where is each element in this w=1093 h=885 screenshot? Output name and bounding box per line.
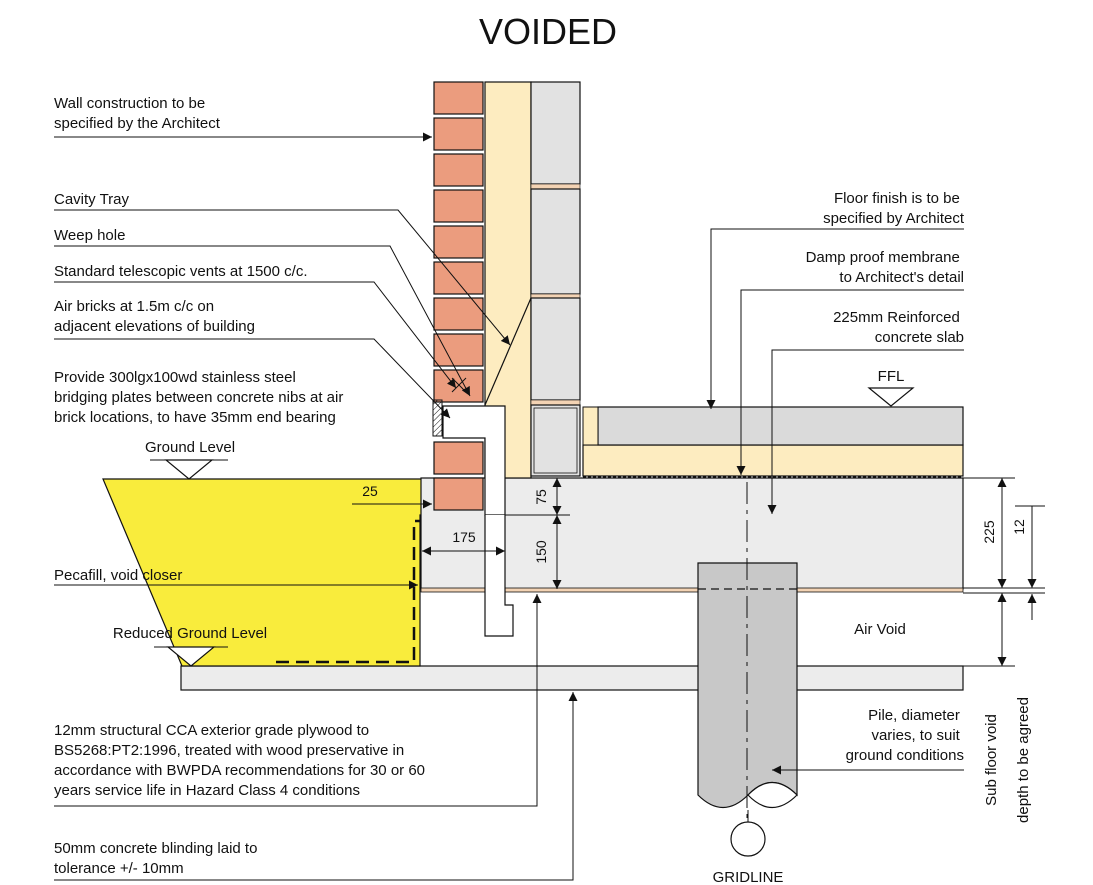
pecafill-label: Pecafill, void closer — [54, 567, 182, 584]
air-void-label: Air Void — [854, 621, 906, 638]
block — [530, 404, 581, 477]
dim-75-label: 75 — [533, 489, 549, 505]
brick — [433, 225, 484, 259]
air-brick-cross — [451, 377, 467, 393]
brick — [433, 189, 484, 223]
brick — [433, 333, 484, 367]
block — [530, 297, 581, 401]
cavity-tray-label: Cavity Tray — [54, 191, 130, 208]
brick — [433, 81, 484, 115]
floor-finish-leader — [706, 228, 964, 409]
wall-construction-line: Wall construction to be — [54, 95, 205, 112]
cavity-tray-line — [484, 297, 532, 406]
dim-175-label: 175 — [452, 529, 476, 545]
blinding-label: 50mm concrete blinding laid to tolerance… — [54, 840, 262, 877]
perimeter-insulation-upright — [582, 406, 599, 446]
blinding-line: tolerance +/- 10mm — [54, 860, 184, 877]
slab-leader — [767, 349, 964, 514]
concrete-blinding — [180, 665, 964, 691]
pile-line: Pile, diameter — [868, 707, 960, 724]
dim-150-label: 150 — [533, 540, 549, 564]
air-bricks-leader — [54, 338, 451, 419]
air-bricks-line: adjacent elevations of building — [54, 318, 255, 335]
gridline-bubble — [730, 821, 766, 857]
plywood-label: 12mm structural CCA exterior grade plywo… — [54, 722, 429, 799]
inner-blockwork — [530, 81, 581, 477]
floor-insulation — [582, 444, 964, 477]
gridline-label: GRIDLINE — [713, 869, 784, 885]
brick — [433, 261, 484, 295]
vents-label: Standard telescopic vents at 1500 c/c. — [54, 263, 307, 280]
plywood-line: 12mm structural CCA exterior grade plywo… — [54, 722, 369, 739]
mortar-joint — [530, 293, 581, 299]
brick — [433, 117, 484, 151]
dim-225-label: 225 — [981, 520, 997, 544]
dpm-label: Damp proof membrane to Architect's detai… — [806, 249, 964, 286]
blinding-leader — [54, 692, 578, 881]
sub-floor-void-depth-label: depth to be agreed — [1015, 697, 1032, 823]
dpm-line-text: Damp proof membrane — [806, 249, 960, 266]
reduced-ground-level-label: Reduced Ground Level — [113, 625, 267, 642]
dim-12-label: 12 — [1011, 519, 1027, 535]
air-bricks-label: Air bricks at 1.5m c/c on adjacent eleva… — [54, 298, 255, 335]
pile-line: ground conditions — [846, 747, 964, 764]
block — [530, 81, 581, 185]
pile-label: Pile, diameter varies, to suit ground co… — [846, 707, 964, 764]
ffl-marker — [867, 387, 915, 407]
slab-line: 225mm Reinforced — [833, 309, 960, 326]
air-bricks-line: Air bricks at 1.5m c/c on — [54, 298, 214, 315]
concrete-slab — [420, 477, 964, 590]
dpm-line-text: to Architect's detail — [839, 269, 964, 286]
bridging-plates-line: brick locations, to have 35mm end bearin… — [54, 409, 336, 426]
floor-finish-line: specified by Architect — [823, 210, 965, 227]
floor-finish — [597, 406, 964, 446]
brick — [433, 153, 484, 187]
plywood-leader — [54, 594, 542, 807]
vents-leader — [54, 281, 457, 389]
ground-level-label: Ground Level — [145, 439, 235, 456]
telescopic-vent-sleeve — [484, 515, 514, 637]
dpm-leader — [736, 289, 964, 475]
floor-finish-label: Floor finish is to be specified by Archi… — [823, 190, 965, 227]
block — [530, 188, 581, 295]
pile-cut-face — [747, 781, 798, 809]
ground-level-marker — [164, 459, 214, 480]
slab-label: 225mm Reinforced concrete slab — [833, 309, 964, 346]
bridging-plate — [432, 399, 443, 437]
plywood-line: BS5268:PT2:1996, treated with wood prese… — [54, 742, 404, 759]
weep-hole-label: Weep hole — [54, 227, 125, 244]
dim-25-label: 25 — [362, 483, 378, 499]
blinding-line: 50mm concrete blinding laid to — [54, 840, 257, 857]
wall-construction-label: Wall construction to be specified by the… — [54, 95, 221, 132]
weep-hole-leader — [54, 245, 471, 397]
pile — [697, 482, 798, 820]
bridging-plates-label: Provide 300lgx100wd stainless steel brid… — [54, 369, 348, 426]
ffl-label: FFL — [878, 368, 905, 385]
sub-floor-void-label: Sub floor void — [983, 714, 1000, 806]
pile-line: varies, to suit — [871, 727, 960, 744]
brick — [433, 297, 484, 331]
brick — [433, 477, 484, 511]
plywood-line: years service life in Hazard Class 4 con… — [54, 782, 360, 799]
mortar-joint — [530, 399, 581, 406]
floor-finish-line: Floor finish is to be — [834, 190, 960, 207]
drawing-title: VOIDED — [479, 11, 617, 52]
wall-construction-line: specified by the Architect — [54, 115, 221, 132]
bridging-plates-line: bridging plates between concrete nibs at… — [54, 389, 343, 406]
bridging-plates-line: Provide 300lgx100wd stainless steel — [54, 369, 296, 386]
outer-brickwork — [433, 81, 484, 511]
plywood-sheet — [420, 587, 964, 593]
cavity-tray-leader — [54, 209, 511, 346]
plywood-line: accordance with BWPDA recommendations fo… — [54, 762, 425, 779]
slab-line: concrete slab — [875, 329, 964, 346]
mortar-joint — [530, 183, 581, 190]
block-course — [533, 407, 578, 474]
brick — [433, 441, 484, 475]
